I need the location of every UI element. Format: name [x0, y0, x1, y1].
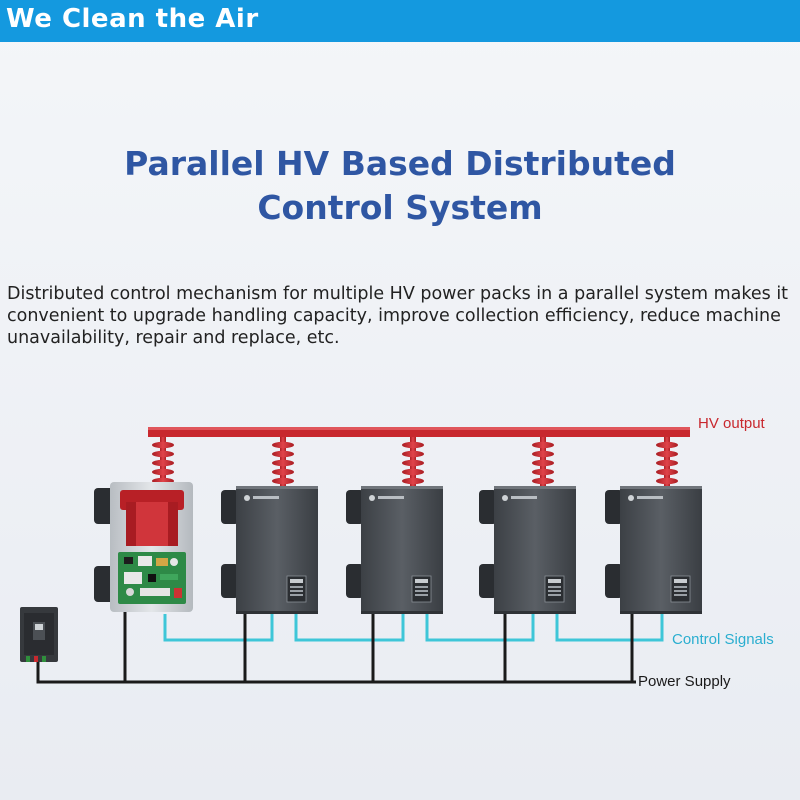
control-signal-lines — [163, 614, 664, 642]
open-hv-power-pack — [94, 482, 193, 612]
page-title-line-1: Parallel HV Based Distributed — [124, 144, 676, 183]
banner-title: We Clean the Air — [6, 4, 259, 34]
circuit-breaker-icon — [20, 607, 58, 662]
page-title-line-2: Control System — [257, 188, 543, 227]
control-signals-label: Control Signals — [672, 631, 774, 648]
hv-output-bus — [148, 427, 690, 437]
hv-power-pack-icon — [345, 485, 444, 615]
page-title: Parallel HV Based Distributed Control Sy… — [0, 142, 800, 230]
description-text: Distributed control mechanism for multip… — [7, 284, 789, 348]
hv-power-pack-icon — [478, 485, 577, 615]
system-diagram: HV output Control Signals Power Supply — [20, 415, 774, 690]
hv-power-pack-icon — [220, 485, 319, 615]
power-supply-label: Power Supply — [638, 673, 731, 690]
power-supply-lines — [36, 612, 636, 684]
hv-output-label: HV output — [698, 415, 766, 432]
hv-power-pack-icon — [604, 485, 703, 615]
header-banner: We Clean the Air — [0, 0, 800, 42]
